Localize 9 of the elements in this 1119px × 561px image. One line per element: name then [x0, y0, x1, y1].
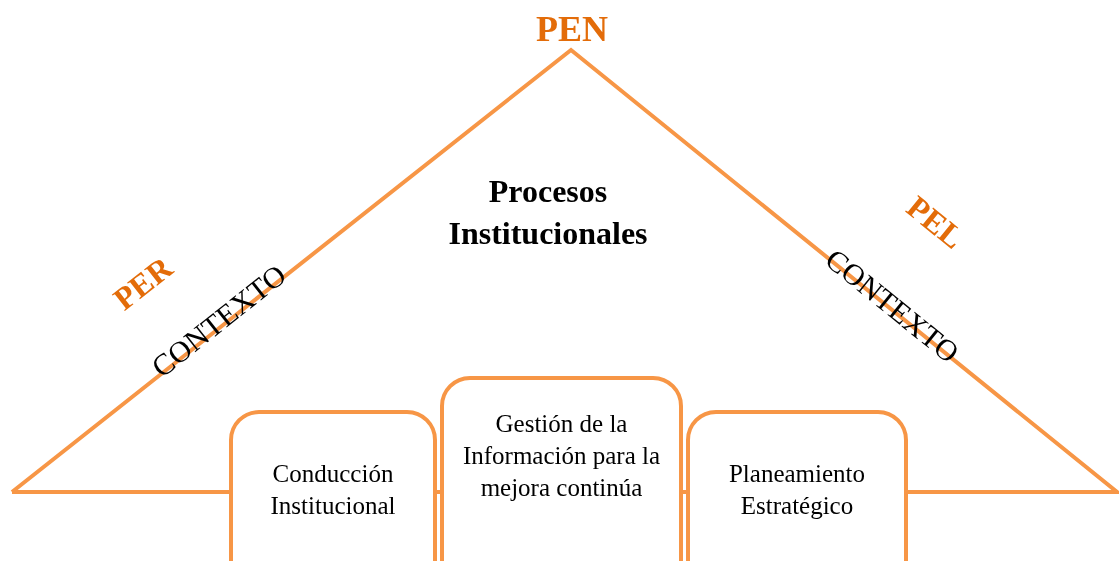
- apex-label: PEN: [536, 10, 608, 50]
- box-text: Planeamiento Estratégico: [727, 459, 867, 521]
- box-text: Gestión de la Información para la mejora continúa: [461, 409, 662, 503]
- process-box: [229, 410, 437, 561]
- diagram-heading: Procesos Institucionales: [447, 172, 649, 253]
- process-box: [440, 376, 683, 561]
- box-text: Conducción Institucional: [269, 459, 397, 521]
- process-box: [686, 410, 908, 561]
- side-label: PEL: [900, 188, 971, 256]
